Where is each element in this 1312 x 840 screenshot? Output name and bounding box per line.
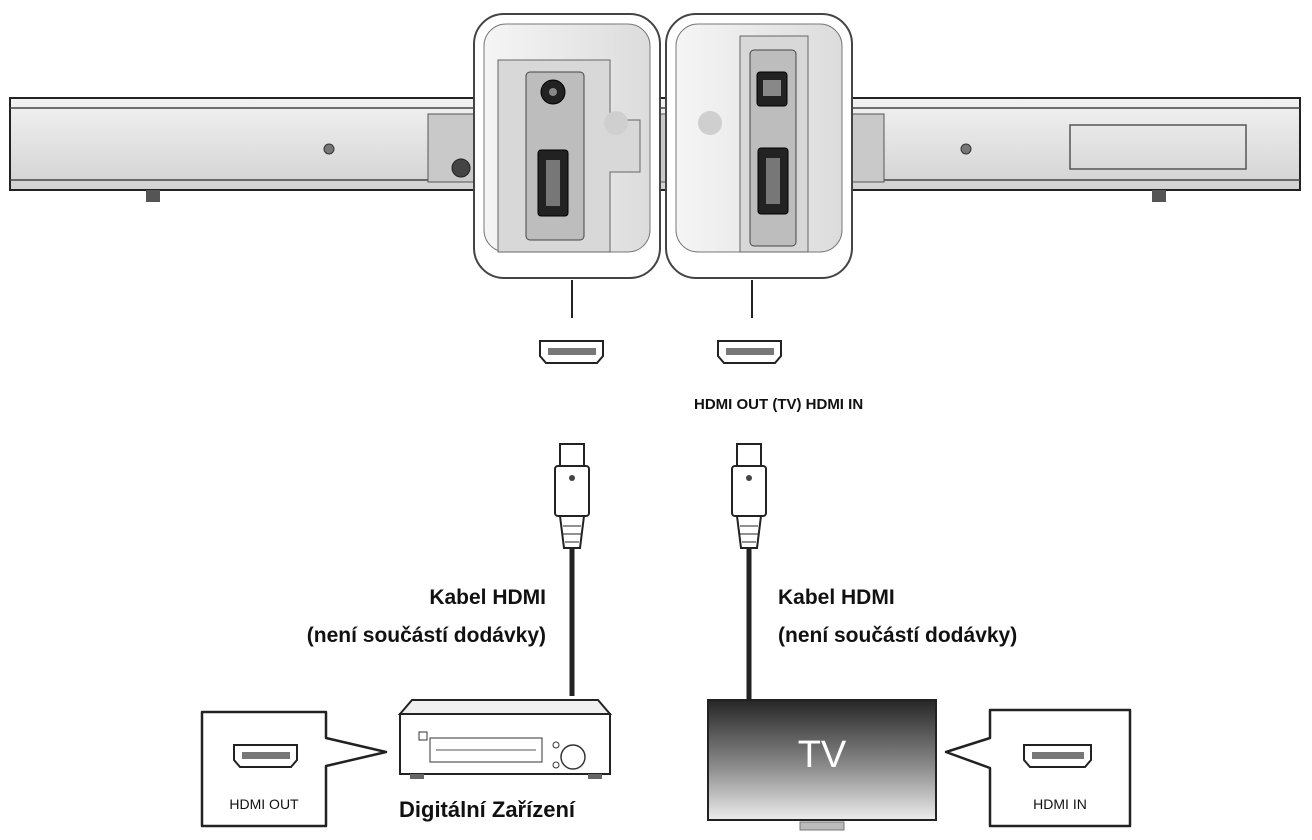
hdmi-plug-icon xyxy=(554,443,590,549)
hdmi-port-icon xyxy=(1023,744,1092,768)
hdmi-in-callout xyxy=(944,708,1132,828)
callout-hdmi-out-label: HDMI OUT xyxy=(229,796,299,812)
hdmi-out-callout xyxy=(200,710,388,828)
cable-right-title: Kabel HDMI xyxy=(778,586,895,609)
tv-screen-label: TV xyxy=(797,734,847,776)
port-zoom-icon xyxy=(473,13,661,279)
hdmi-plug-icon xyxy=(731,443,767,549)
callout-hdmi-in-label: HDMI IN xyxy=(1033,796,1087,812)
hdmi-out-tv-hdmi-in-label: HDMI OUT (TV) HDMI IN xyxy=(694,396,864,413)
device-name-label: Digitální Zařízení xyxy=(399,797,576,822)
cable-right-note: (není součástí dodávky) xyxy=(778,624,1018,647)
hdmi-port-icon xyxy=(539,340,604,364)
dvd-player-icon xyxy=(397,699,613,779)
port-zoom-icon xyxy=(665,13,853,279)
cable-left-title: Kabel HDMI xyxy=(429,586,546,609)
cable-left-note: (není součástí dodávky) xyxy=(306,624,546,647)
hdmi-port-icon xyxy=(717,340,782,364)
hdmi-port-icon xyxy=(233,744,298,768)
tv-icon xyxy=(707,699,937,831)
